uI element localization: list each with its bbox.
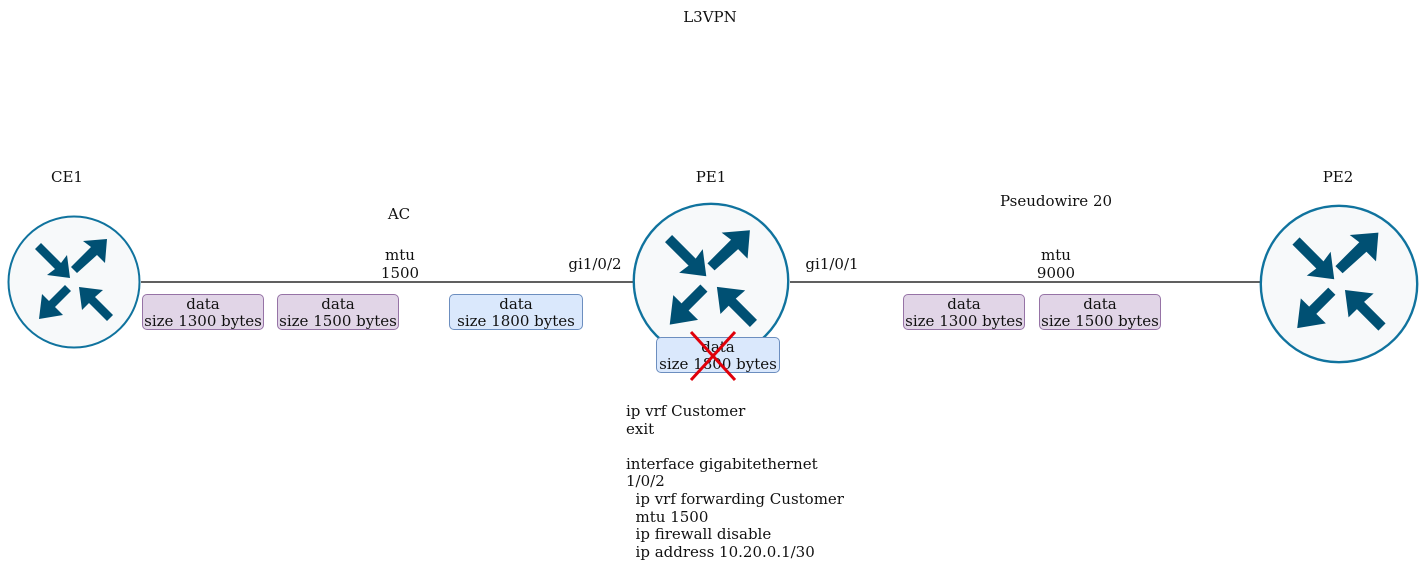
pe1-gi101-label: gi1/0/1: [805, 255, 859, 273]
packet-size-label: size 1300 bytes: [905, 311, 1023, 330]
packet-box-1500: data size 1500 bytes: [277, 294, 399, 330]
packet-box-1800: data size 1800 bytes: [449, 294, 583, 330]
diagram-title: L3VPN: [683, 8, 737, 26]
packet-size-label: size 1300 bytes: [144, 311, 262, 330]
pe2-router: [1259, 204, 1419, 368]
pe1-config-text: ip vrf Customer exit interface gigabitet…: [626, 402, 844, 561]
ce1-label: CE1: [51, 168, 83, 186]
packet-box-1300: data size 1300 bytes: [903, 294, 1025, 330]
drop-cross-icon: [689, 330, 737, 382]
dropped-packet-box: data size 1800 bytes: [656, 337, 780, 373]
pseudowire-mtu-value: 9000: [1036, 264, 1076, 282]
packet-size-label: size 1800 bytes: [457, 311, 575, 330]
ac-mtu-text: mtu: [385, 246, 415, 264]
packet-data-label: data: [499, 294, 533, 313]
ac-link-label: AC: [387, 205, 411, 223]
ac-mtu-value: 1500: [380, 264, 420, 282]
packet-data-label: data: [321, 294, 355, 313]
pe2-label: PE2: [1322, 168, 1354, 186]
packet-box-1300: data size 1300 bytes: [142, 294, 264, 330]
router-icon: [1259, 204, 1419, 364]
pseudowire-mtu-text: mtu: [1041, 246, 1071, 264]
packet-data-label: data: [947, 294, 981, 313]
pe1-label: PE1: [695, 168, 727, 186]
packet-size-label: size 1500 bytes: [279, 311, 397, 330]
router-icon: [7, 215, 141, 349]
packet-box-1500: data size 1500 bytes: [1039, 294, 1161, 330]
pseudowire-mtu-label: mtu 9000: [1016, 246, 1096, 282]
ce1-router: [7, 215, 141, 353]
pseudowire-link-label: Pseudowire 20: [999, 192, 1113, 210]
ac-mtu-label: mtu 1500: [360, 246, 440, 282]
packet-size-label: size 1500 bytes: [1041, 311, 1159, 330]
packet-data-label: data: [1083, 294, 1117, 313]
packet-data-label: data: [186, 294, 220, 313]
pe1-gi102-label: gi1/0/2: [568, 255, 622, 273]
